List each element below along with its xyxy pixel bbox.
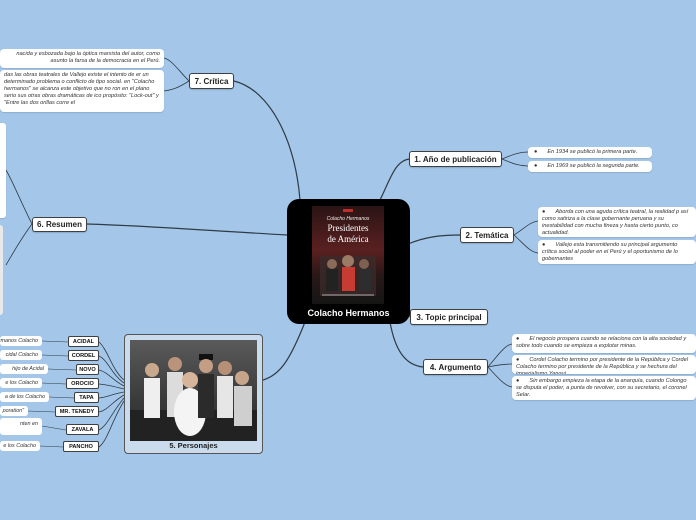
branch-topic[interactable]: 3. Topic principal [410,309,488,325]
branch-argumento[interactable]: 4. Argumento [423,359,488,375]
argumento-note-1[interactable]: ●El negocio prospera cuando se relaciona… [512,334,696,353]
argumento-note-1-text: El negocio prospera cuando se relaciona … [516,336,687,349]
critica-note-2-text: das las obras teatrales de Vallejo exist… [4,72,159,106]
bullet-icon: ● [516,357,520,363]
critica-note-2[interactable]: das las obras teatrales de Vallejo exist… [0,70,164,112]
link-publicacion [379,158,411,201]
link-tematica [407,234,461,245]
resumen-image-edge [0,225,3,315]
publicacion-note-2[interactable]: ● En 1969 se publicó la segunda parte. [528,161,652,172]
bullet-icon: ● [542,209,546,215]
link-critica [233,80,301,201]
character-acidal-desc[interactable]: rmanos Colacho [0,336,42,346]
character-pancho-desc[interactable]: e los Colacho [0,441,40,451]
argumento-note-2-text: Cordel Colacho termino por presidente de… [516,357,688,374]
link-personajes [262,321,306,381]
bullet-icon: ● [542,242,546,248]
tematica-note-1[interactable]: ●Aborda con una aguda crítica teatral, l… [538,207,696,237]
character-mr-tenedy[interactable]: MR. TENEDY [55,406,99,417]
bullet-icon: ● [534,149,538,155]
character-tapa-desc[interactable]: a de los Colacho [0,392,49,402]
branch-tematica[interactable]: 2. Temática [460,227,514,243]
character-orocio[interactable]: OROCIO [66,378,99,389]
poster-image: Colacho Hermanos Presidentes de América [312,206,384,304]
publicacion-note-2-text: En 1969 se publicó la segunda parte. [547,163,640,169]
character-cordel[interactable]: CORDEL [68,350,99,361]
character-tapa[interactable]: TAPA [74,392,99,403]
central-title: Colacho Hermanos [307,308,390,318]
branch-personajes[interactable]: 5. Personajes [124,334,263,454]
tematica-note-1-text: Aborda con una aguda crítica teatral, la… [542,209,689,236]
character-zavala[interactable]: ZAVALA [66,424,99,435]
character-novo[interactable]: NOVO [76,364,99,375]
publicacion-note-1-text: En 1934 se publicó la primera parte. [547,149,638,155]
argumento-note-3-text: Sin embargo empieza la etapa de la anarq… [516,378,687,398]
critica-note-1[interactable]: nacida y esbozada bajo la óptica marxist… [0,49,164,68]
tematica-note-2[interactable]: ●Vallejo esta transmitiendo su principal… [538,240,696,264]
publicacion-note-1[interactable]: ● En 1934 se publicó la primera parte. [528,147,652,158]
character-novo-desc[interactable]: hijo de Acidal [0,364,48,374]
character-orocio-desc[interactable]: e los Colacho [0,378,42,388]
link-resumen [86,223,288,236]
branch-critica[interactable]: 7. Crítica [189,73,234,89]
argumento-note-3[interactable]: ●Sin embargo empieza la etapa de la anar… [512,376,696,400]
character-zavala-desc[interactable]: nten en [0,418,42,435]
cast-photo [130,340,257,441]
poster-title-line3: de América [327,234,369,244]
bullet-icon: ● [534,163,538,169]
character-cordel-desc[interactable]: cidal Colacho [0,350,42,360]
bullet-icon: ● [516,336,520,342]
tematica-note-2-text: Vallejo esta transmitiendo su principal … [542,242,678,262]
link-argumento [389,321,424,368]
argumento-note-2[interactable]: ●Cordel Colacho termino por presidente d… [512,355,696,374]
resumen-note-1[interactable] [0,123,6,218]
character-acidal[interactable]: ACIDAL [68,336,99,347]
character-mr-tenedy-desc[interactable]: poration" [0,406,28,416]
branch-resumen[interactable]: 6. Resumen [32,217,87,232]
character-pancho[interactable]: PANCHO [63,441,99,452]
poster-title-line2: Presidentes [327,223,369,233]
branch-publicacion[interactable]: 1. Año de publicación [409,151,502,167]
critica-note-1-text: nacida y esbozada bajo la óptica marxist… [16,51,160,64]
poster-title-line1: Colacho Hermanos [326,216,370,222]
personajes-label: 5. Personajes [169,441,218,450]
central-topic[interactable]: Colacho Hermanos Presidentes de América … [287,199,410,324]
bullet-icon: ● [516,378,520,384]
